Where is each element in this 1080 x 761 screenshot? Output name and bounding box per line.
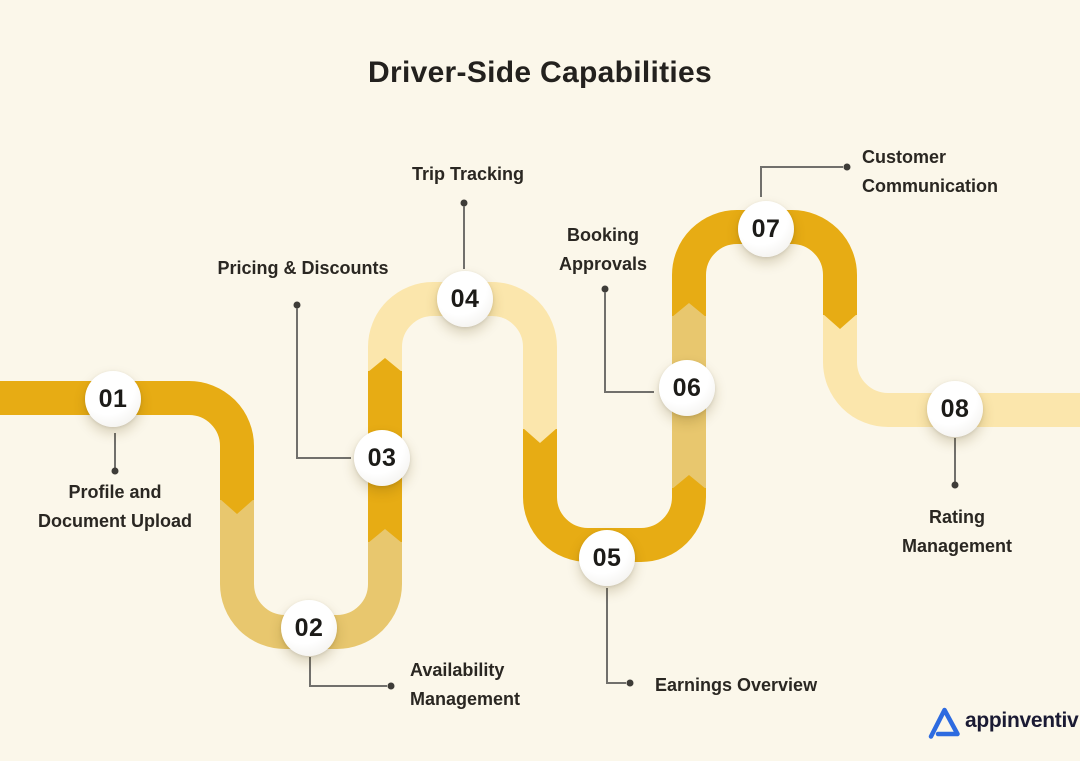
brand-logo: appinventiv bbox=[928, 703, 1079, 739]
connector-02 bbox=[309, 657, 395, 690]
brand-name: appinventiv bbox=[965, 709, 1079, 732]
milestone-circle-05: 05 bbox=[579, 530, 635, 586]
milestone-circle-04: 04 bbox=[437, 271, 493, 327]
milestone-circle-07: 07 bbox=[738, 201, 794, 257]
chevron-transition-2 bbox=[368, 529, 402, 543]
path-segment-5-dark bbox=[523, 429, 706, 562]
connector-08 bbox=[951, 438, 959, 489]
label-earnings-overview: Earnings Overview bbox=[655, 675, 818, 695]
connector-07 bbox=[760, 163, 851, 197]
milestone-number: 05 bbox=[592, 543, 622, 572]
connector-04 bbox=[460, 199, 468, 269]
milestone-circle-03: 03 bbox=[354, 430, 410, 486]
connector-03 bbox=[293, 301, 351, 459]
connector-06 bbox=[601, 285, 654, 393]
milestone-number: 02 bbox=[294, 613, 324, 642]
milestone-number: 03 bbox=[367, 443, 397, 472]
label-rating-management: Rating Management bbox=[901, 507, 1013, 556]
label-availability-management: Availability Management bbox=[410, 660, 521, 709]
label-pricing-discounts: Pricing & Discounts bbox=[217, 258, 389, 278]
chevron-transition-3 bbox=[368, 358, 402, 372]
label-customer-communication: Customer Communication bbox=[862, 147, 999, 196]
page-title: Driver-Side Capabilities bbox=[368, 56, 712, 89]
chevron-transition-7 bbox=[823, 314, 857, 329]
chevron-transition-4 bbox=[523, 428, 557, 443]
chevron-transition-5 bbox=[672, 475, 706, 489]
label-profile-document-upload: Profile and Document Upload bbox=[37, 482, 193, 531]
chevron-transition-1 bbox=[220, 499, 254, 514]
path-segment-1-dark bbox=[0, 381, 254, 500]
milestone-number: 07 bbox=[751, 214, 781, 243]
appinventiv-logo-icon bbox=[928, 707, 960, 739]
milestone-circle-01: 01 bbox=[85, 371, 141, 427]
label-booking-approvals: Booking Approvals bbox=[558, 225, 648, 274]
milestone-number: 04 bbox=[450, 284, 480, 313]
milestone-circle-08: 08 bbox=[927, 381, 983, 437]
milestone-circle-06: 06 bbox=[659, 360, 715, 416]
milestone-number: 01 bbox=[98, 384, 128, 413]
milestone-number: 08 bbox=[940, 394, 970, 423]
label-trip-tracking: Trip Tracking bbox=[411, 164, 525, 184]
chevron-transition-6 bbox=[672, 303, 706, 317]
milestone-circle-02: 02 bbox=[281, 600, 337, 656]
milestone-number: 06 bbox=[672, 373, 702, 402]
path-segment-8-light bbox=[823, 315, 1080, 427]
connector-05 bbox=[606, 588, 634, 687]
connector-01 bbox=[111, 433, 119, 475]
